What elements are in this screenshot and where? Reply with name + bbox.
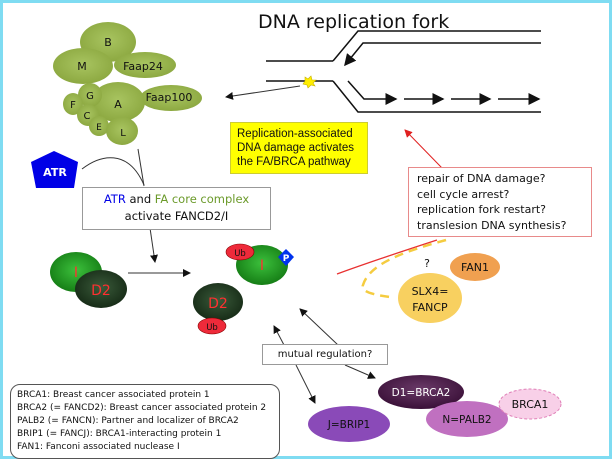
subunit-m bbox=[53, 48, 113, 84]
question-mark: ? bbox=[424, 257, 430, 270]
activation-line-2: activate FANCD2/I bbox=[124, 209, 229, 223]
brip1-label: J=BRIP1 bbox=[327, 419, 371, 431]
fork-strand bbox=[332, 30, 541, 62]
activation-and: and bbox=[125, 192, 155, 206]
brip1-protein bbox=[308, 406, 390, 442]
brca2-label: D1=BRCA2 bbox=[392, 387, 451, 399]
atr-pentagon bbox=[31, 151, 78, 188]
activation-fa: FA core complex bbox=[154, 192, 250, 206]
fanci-label: I bbox=[74, 265, 78, 281]
fancd2-inactive bbox=[75, 270, 127, 308]
ub-badge-d2 bbox=[197, 317, 227, 335]
damage-line-3: the FA/BRCA pathway bbox=[237, 156, 351, 168]
ub-label-d2: Ub bbox=[206, 323, 218, 333]
subunit-f bbox=[63, 93, 83, 115]
label-a: A bbox=[114, 98, 122, 111]
outcome-link-line bbox=[336, 239, 438, 275]
activation-arrow bbox=[149, 227, 158, 263]
dna-damage-icon bbox=[302, 75, 317, 89]
phospho-badge bbox=[278, 249, 294, 266]
fanci-active-label: I bbox=[260, 258, 264, 274]
legend-item: BRCA1: Breast cancer associated protein … bbox=[17, 390, 210, 400]
abbreviation-legend: BRCA1: Breast cancer associated protein … bbox=[10, 384, 280, 459]
subunit-e bbox=[89, 116, 109, 136]
regulation-arrow bbox=[299, 308, 339, 346]
brca1-protein bbox=[498, 388, 562, 420]
activation-atr: ATR bbox=[103, 192, 126, 206]
replication-fork bbox=[225, 30, 541, 113]
label-faap100: Faap100 bbox=[146, 91, 193, 104]
label-g: G bbox=[86, 91, 94, 102]
subunit-faap100 bbox=[140, 85, 202, 111]
brca2-protein bbox=[378, 375, 464, 409]
subunit-l bbox=[106, 117, 138, 145]
regulation-arrow bbox=[273, 325, 285, 346]
outcomes-box: repair of DNA damage? cell cycle arrest?… bbox=[408, 167, 592, 237]
ub-badge-i bbox=[225, 243, 255, 261]
legend-item: BRIP1 (= FANCJ): BRCA1-interacting prote… bbox=[17, 429, 222, 439]
outcome-item: replication fork restart? bbox=[417, 203, 546, 216]
damage-line-2: DNA damage activates bbox=[237, 142, 354, 154]
phospho-label: P bbox=[283, 254, 290, 264]
label-f: F bbox=[70, 100, 76, 111]
mutual-regulation-label: mutual regulation? bbox=[262, 344, 388, 365]
core-connector bbox=[137, 148, 145, 187]
fan1-protein bbox=[450, 253, 500, 281]
legend-item: FAN1: Fanconi associated nuclease I bbox=[17, 442, 180, 452]
brca1-label: BRCA1 bbox=[512, 398, 549, 411]
activation-box: ATR and FA core complex activate FANCD2/… bbox=[82, 187, 271, 230]
fancd2-label: D2 bbox=[91, 283, 111, 299]
outcome-item: repair of DNA damage? bbox=[417, 172, 546, 185]
slx4-label-2: FANCP bbox=[412, 301, 448, 314]
fork-lagging-arrow bbox=[344, 42, 541, 67]
diagram-title: DNA replication fork bbox=[258, 11, 449, 33]
label-c: C bbox=[84, 111, 91, 122]
palb2-protein bbox=[426, 401, 508, 437]
subunit-faap24 bbox=[114, 52, 176, 78]
activation-line-1: ATR and FA core complex bbox=[83, 191, 270, 208]
legend-item: BRCA2 (= FANCD2): Breast cancer associat… bbox=[17, 403, 267, 413]
leading-strand-arrow bbox=[347, 80, 398, 105]
legend-item: PALB2 (= FANCN): Partner and localizer o… bbox=[17, 416, 239, 426]
regulation-arrow bbox=[344, 364, 376, 379]
subunit-g bbox=[78, 83, 102, 107]
fan1-label: FAN1 bbox=[461, 261, 489, 274]
outcome-feedback-arrow bbox=[404, 129, 443, 169]
palb2-label: N=PALB2 bbox=[442, 414, 491, 426]
damage-line-1: Replication-associated bbox=[237, 128, 353, 140]
fa-core-complex: B M Faap24 G A Faap100 F C E L bbox=[53, 22, 202, 145]
atr-connector bbox=[81, 157, 145, 186]
outcome-item: translesion DNA synthesis? bbox=[417, 218, 567, 232]
nuclease-dashed-link bbox=[361, 238, 447, 299]
label-l: L bbox=[120, 128, 126, 139]
slx4-protein bbox=[398, 273, 462, 323]
regulation-arrow bbox=[295, 364, 316, 404]
label-faap24: Faap24 bbox=[123, 60, 163, 73]
label-e: E bbox=[96, 123, 102, 133]
fork-strand bbox=[332, 80, 541, 113]
ub-label-i: Ub bbox=[234, 249, 246, 259]
outcome-item: cell cycle arrest? bbox=[417, 187, 510, 201]
label-b: B bbox=[104, 36, 112, 49]
fancd2-active-label: D2 bbox=[208, 296, 228, 312]
subunit-a bbox=[91, 82, 145, 122]
label-m: M bbox=[77, 60, 87, 73]
damage-activation-box: Replication-associated DNA damage activa… bbox=[230, 122, 368, 174]
atr-label: ATR bbox=[43, 166, 67, 179]
damage-signal-arrow bbox=[225, 85, 301, 100]
slx4-label-1: SLX4= bbox=[412, 285, 449, 298]
fancd2-active bbox=[193, 283, 243, 321]
